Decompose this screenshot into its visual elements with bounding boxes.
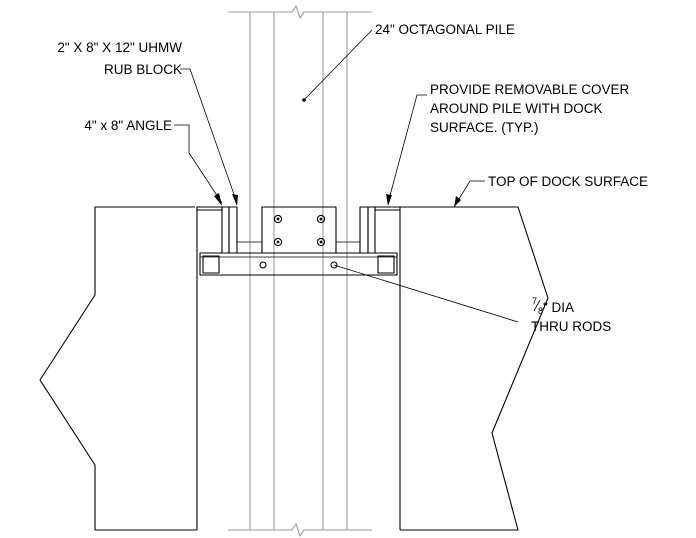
cover-note-line3: SURFACE. (TYP.) <box>430 120 539 135</box>
left-dock-outline <box>39 206 197 531</box>
pile-break-top <box>228 4 372 20</box>
bolt-plate <box>261 206 337 254</box>
rub-block-label-line2: RUB BLOCK <box>104 62 182 77</box>
rods-label-line2: THRU RODS <box>531 319 611 334</box>
bolt-plate-outline <box>261 206 337 254</box>
pile-leader-dot <box>302 98 306 102</box>
bolt-icon <box>316 237 326 247</box>
bolt-icon <box>316 214 326 224</box>
leader-arrowheads <box>214 98 461 207</box>
rods-label-line1: " DIA <box>543 300 574 315</box>
dock-structure <box>39 206 549 531</box>
cover-note-line2: AROUND PILE WITH DOCK <box>430 101 603 116</box>
left-angle <box>221 206 230 254</box>
left-end-block <box>202 255 220 274</box>
left-rub-block <box>228 206 238 254</box>
thru-rod-hole <box>330 261 338 269</box>
leader-lines <box>174 29 519 323</box>
left-angle-and-rub-block <box>196 206 262 254</box>
cover-note-line1: PROVIDE REMOVABLE COVER <box>430 82 630 97</box>
right-rub-block <box>359 206 369 254</box>
bolt-icon <box>273 214 283 224</box>
rods-fraction: 7 8 <box>532 296 543 316</box>
right-end-block <box>377 255 395 274</box>
bolt-icon <box>273 237 283 247</box>
angle-label: 4" x 8" ANGLE <box>84 118 172 133</box>
rub-block-label-line1: 2" X 8" X 12" UHMW <box>57 40 182 55</box>
right-angle-flange <box>374 206 401 211</box>
rods-fraction-denominator: 8 <box>538 306 543 316</box>
dock-surface-label: TOP OF DOCK SURFACE <box>488 174 648 189</box>
annotations: 24" OCTAGONAL PILE 2" X 8" X 12" UHMW RU… <box>57 22 648 334</box>
left-angle-flange <box>196 206 223 211</box>
right-dock-outline <box>400 206 549 531</box>
pile-break-bottom <box>228 522 372 538</box>
pile-label: 24" OCTAGONAL PILE <box>375 22 515 37</box>
thru-rod-hole <box>259 261 267 269</box>
right-angle-and-rub-block <box>336 206 401 254</box>
right-angle <box>367 206 376 254</box>
horizontal-member <box>199 252 398 276</box>
horizontal-member-outline <box>199 252 398 276</box>
rods-fraction-numerator: 7 <box>532 296 537 306</box>
octagonal-pile <box>228 4 372 538</box>
